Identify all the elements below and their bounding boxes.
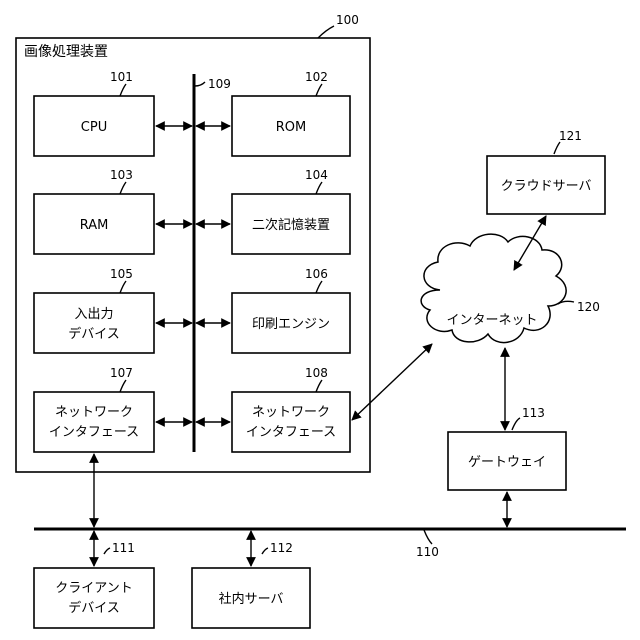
ram-label: RAM: [80, 218, 109, 233]
client-device-number: 111: [112, 541, 135, 555]
rom-label: ROM: [276, 120, 306, 135]
gateway-leader: [512, 418, 520, 430]
cloud-server-number: 121: [559, 129, 582, 143]
internal-server-block: 社内サーバ 112: [192, 531, 310, 628]
lan-leader: [424, 530, 432, 544]
internal-server-label: 社内サーバ: [219, 591, 284, 607]
client-device-leader: [104, 548, 110, 554]
print-engine-label: 印刷エンジン: [252, 317, 330, 332]
network-interface-a-label-line1: ネットワーク: [55, 405, 133, 420]
ram-number: 103: [110, 168, 133, 182]
client-device-label-line1: クライアント: [55, 581, 132, 596]
rom-number: 102: [305, 70, 328, 84]
device-leader: [318, 26, 334, 38]
internal-server-number: 112: [270, 541, 293, 555]
cloud-server-label: クラウドサーバ: [501, 179, 592, 194]
cloud-server-leader: [554, 142, 560, 154]
client-device-label-line2: デバイス: [68, 600, 120, 616]
io-device-label-line1: 入出力: [74, 307, 113, 322]
cpu-number: 101: [110, 70, 133, 84]
secondary-storage-label: 二次記憶装置: [252, 217, 330, 233]
client-device-block: クライアント デバイス 111: [34, 531, 154, 628]
network-interface-a-number: 107: [110, 366, 133, 380]
io-device-box: [34, 293, 154, 353]
internet-label: インターネット: [446, 313, 537, 328]
network-interface-b-number: 108: [305, 366, 328, 380]
gateway-number: 113: [522, 406, 545, 420]
secondary-storage-number: 104: [305, 168, 328, 182]
network-interface-a-label-line2: インタフェース: [49, 425, 139, 440]
device-title: 画像処理装置: [24, 44, 108, 60]
device-number: 100: [336, 13, 359, 27]
network-interface-b-label-line1: ネットワーク: [252, 405, 330, 420]
io-device-label-line2: デバイス: [68, 326, 120, 342]
gateway-block: ゲートウェイ 113: [448, 406, 566, 527]
lan-number: 110: [416, 545, 439, 559]
client-device-box: [34, 568, 154, 628]
io-device-number: 105: [110, 267, 133, 281]
internal-server-leader: [262, 548, 268, 554]
internet-number: 120: [577, 300, 600, 314]
network-interface-b-label-line2: インタフェース: [246, 425, 336, 440]
internal-bus-number: 109: [208, 77, 231, 91]
print-engine-number: 106: [305, 267, 328, 281]
cpu-label: CPU: [81, 120, 107, 135]
internet-cloud: インターネット 120: [352, 234, 600, 430]
gateway-label: ゲートウェイ: [468, 455, 546, 470]
network-interface-b-box: [232, 392, 350, 452]
network-interface-a-box: [34, 392, 154, 452]
